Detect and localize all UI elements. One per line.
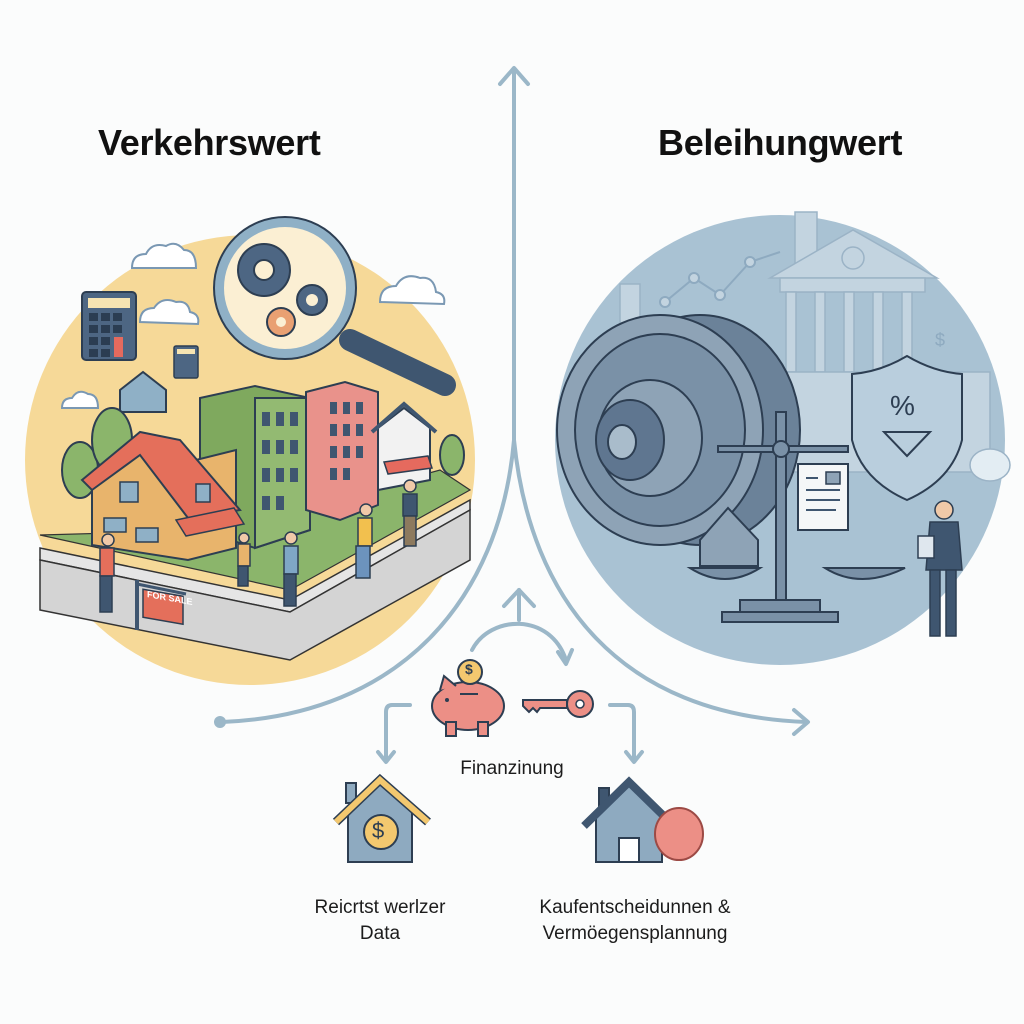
left-panel-title: Verkehrswert [98,122,321,163]
coin-dollar-symbol: $ [465,661,473,677]
for-sale-sign [135,580,187,630]
brain-icon [654,807,704,861]
magnifier-gears-icon [213,216,456,396]
calculator-icon [81,291,137,361]
balance-scale-icon [686,411,906,623]
bottom-right-label-line2: Vermöegensplannung [542,923,728,944]
people-walking [99,479,418,613]
orange-house [80,430,246,562]
document-icon [797,463,849,531]
bottom-left-label: Reicrtst werlzer Data [280,895,480,947]
coin-icon [457,659,483,685]
house-dollar-symbol: $ [372,818,385,843]
small-calculator-icon [173,345,199,379]
bottom-right-label: Kaufentscheidunnen & Vermöegensplannung [505,895,765,947]
speech-bubble-icon [969,448,1011,482]
cloud-icons [60,242,446,409]
businessman-icon [917,500,963,637]
left-branch-curve [220,438,516,724]
right-panel-title: Beleihungwert [658,122,903,163]
house-dollar-icon [332,773,431,863]
up-arrow-head [498,66,530,86]
left-branch-start-dot [214,716,226,728]
vault-door-icon [556,314,801,546]
key-icon [522,690,594,718]
bottom-right-label-line1: Kaufentscheidunnen & [539,897,731,918]
financing-label: Finanzinung [460,758,564,779]
shield-percent-symbol: % [890,390,915,421]
small-house-on-scale [699,506,759,567]
right-arrow-head [792,708,810,736]
white-house [370,401,438,492]
bottom-left-label-line1: Reicrtst werlzer [314,897,446,918]
dollar-bg-symbol: $ [935,330,946,350]
house-brain-icon [581,776,704,863]
house-marker-icon [119,370,167,413]
shield-percent-icon [851,354,963,502]
right-branch-curve [512,438,808,724]
bottom-left-label-line2: Data [359,923,401,944]
piggy-bank-icon [431,674,505,737]
pink-apartment-building [305,380,379,522]
